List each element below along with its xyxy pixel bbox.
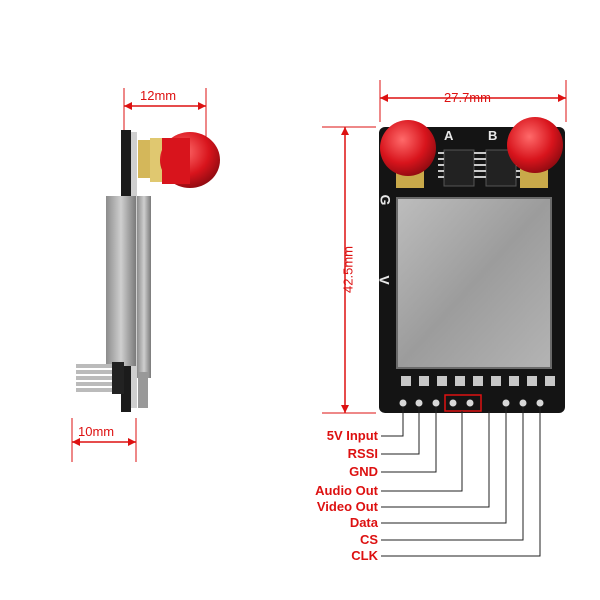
front-view [322,80,567,557]
arrow-left-icon [380,94,388,102]
silk-label-g: G [377,194,394,206]
side-shield-back [137,196,151,378]
arrow-down-icon [341,405,349,413]
pin-label-clk: CLK [351,548,378,563]
antenna-a-cap [380,120,436,176]
antenna-b-label: B [488,128,498,143]
silk-label-v: V [376,275,393,285]
highlight-box [444,394,482,412]
side-shield [106,196,136,366]
side-antenna-base [162,138,190,184]
side-view [71,88,220,462]
arrow-left-icon [72,438,80,446]
pin-label-gnd: GND [349,464,378,479]
pin-label-cs: CS [359,532,378,547]
side-width-label: 12mm [140,88,177,103]
arrow-right-icon [198,102,206,110]
side-sma-nut [150,138,164,182]
rf-shield [396,197,552,369]
antenna-a-label: A [444,128,454,143]
pin-label-video-out: Video Out [316,499,378,514]
board-width-label: 27.7mm [444,90,491,105]
pin-label-rssi: RSSI [347,446,378,461]
pin-leader-lines [381,407,541,557]
pin-label-5v-input: 5V Input [326,428,378,443]
arrow-up-icon [341,127,349,135]
side-depth-label: 10mm [78,424,115,439]
pin-holes [399,399,544,407]
side-pin-header [76,362,148,408]
arrow-right-icon [558,94,566,102]
pin-label-data: Data [349,515,378,530]
arrow-left-icon [124,102,132,110]
antenna-b-cap [507,117,563,173]
bottom-pads [401,376,555,386]
pin-label-audio-out: Audio Out [315,483,378,498]
board-height-label: 42.5mm [340,246,356,293]
arrow-right-icon [128,438,136,446]
